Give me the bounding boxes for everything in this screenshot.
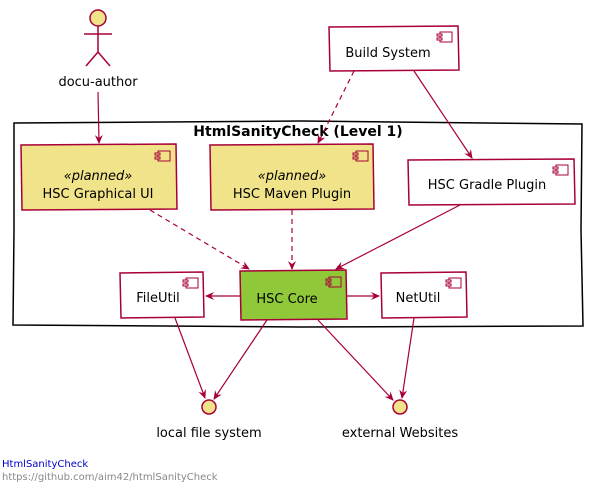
component-icon — [436, 31, 453, 43]
interface-external-websites[interactable]: external Websites — [342, 399, 458, 441]
external-label: external Websites — [342, 426, 458, 441]
maven-plugin-stereotype: «planned» — [258, 169, 327, 184]
arrow-build-to-gradle — [413, 70, 473, 159]
package-htmlsanitycheck: HtmlSanityCheck (Level 1) — [12, 120, 584, 328]
component-icon — [552, 164, 569, 176]
arrow-gradle-to-core — [335, 204, 461, 270]
build-system-label: Build System — [345, 46, 430, 61]
footer-title[interactable]: HtmlSanityCheck — [2, 459, 89, 470]
component-icon — [154, 150, 171, 162]
arrow-fileutil-to-local-fs — [174, 317, 206, 399]
component-icon — [445, 277, 462, 289]
actor-label: docu-author — [58, 75, 138, 90]
actor-docu-author[interactable]: docu-author — [58, 9, 138, 90]
interface-local-file-system[interactable]: local file system — [156, 399, 262, 441]
component-net-util[interactable]: NetUtil — [380, 271, 468, 319]
component-icon — [325, 276, 342, 288]
component-icon — [352, 150, 369, 162]
file-util-label: FileUtil — [136, 291, 180, 306]
footer-url[interactable]: https://github.com/aim42/htmlSanityCheck — [2, 472, 218, 483]
arrow-graphical-ui-to-core — [149, 209, 250, 270]
core-label: HSC Core — [256, 292, 317, 307]
component-graphical-ui[interactable]: «planned» HSC Graphical UI — [20, 143, 178, 211]
graphical-ui-label: HSC Graphical UI — [43, 187, 154, 202]
component-core[interactable]: HSC Core — [239, 269, 348, 321]
component-icon — [182, 277, 199, 289]
net-util-label: NetUtil — [396, 291, 441, 306]
graphical-ui-stereotype: «planned» — [64, 169, 133, 184]
component-maven-plugin[interactable]: «planned» HSC Maven Plugin — [209, 143, 375, 211]
component-gradle-plugin[interactable]: HSC Gradle Plugin — [407, 158, 576, 206]
component-file-util[interactable]: FileUtil — [119, 271, 205, 319]
interface-icon — [201, 399, 217, 415]
interface-icon — [392, 399, 408, 415]
connectors — [94, 70, 473, 401]
arrow-core-to-local-fs — [213, 319, 268, 400]
package-title: HtmlSanityCheck (Level 1) — [193, 124, 402, 140]
maven-plugin-label: HSC Maven Plugin — [233, 187, 351, 202]
component-build-system[interactable]: Build System — [328, 25, 460, 72]
arrow-core-to-external — [317, 319, 394, 401]
arrow-netutil-to-external — [399, 317, 415, 399]
arrow-build-to-maven — [317, 70, 355, 144]
arrow-author-to-graphical-ui — [94, 91, 103, 144]
gradle-plugin-label: HSC Gradle Plugin — [428, 178, 546, 193]
local-fs-label: local file system — [156, 426, 261, 441]
actor-icon — [84, 9, 112, 67]
